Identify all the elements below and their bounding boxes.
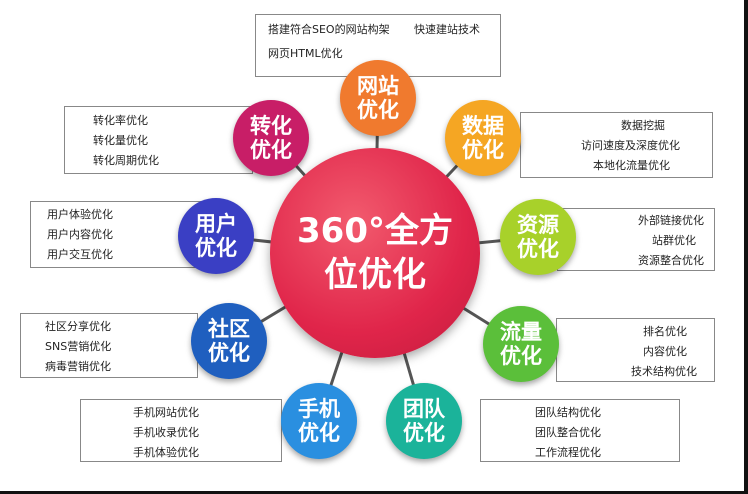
detail-item: 手机收录优化 [133,426,199,439]
detail-item: 外部链接优化 [638,214,704,227]
detail-item: 网页HTML优化 [268,47,343,60]
detail-panel: 社区分享优化 SNS营销优化病毒营销优化 [20,313,198,378]
detail-item: 用户交互优化 [47,248,113,261]
bottom-border [0,491,748,494]
detail-panel: 数据挖掘访问速度及深度优化本地化流量优化 [520,112,713,178]
module-label: 社区优化 [208,317,250,365]
detail-panel: 团队结构优化团队整合优化工作流程优化 [480,399,680,462]
module-node: 社区优化 [191,303,267,379]
module-label: 手机优化 [298,397,340,445]
module-node: 资源优化 [500,199,576,275]
detail-item: 搭建符合SEO的网站构架 [268,23,390,36]
module-label: 转化优化 [250,114,292,162]
module-node: 团队优化 [386,383,462,459]
detail-item: 快速建站技术 [414,23,480,36]
module-label: 网站优化 [357,74,399,122]
center-circle: 360°全方位优化 [270,148,480,358]
module-label: 资源优化 [517,213,559,261]
detail-panel: 外部链接优化站群优化资源整合优化 [557,208,715,271]
module-node: 手机优化 [281,383,357,459]
right-border [744,0,748,494]
module-node: 用户优化 [178,198,254,274]
module-node: 网站优化 [340,60,416,136]
detail-panel: 手机网站优化手机收录优化手机体验优化 [80,399,282,462]
detail-item: 转化周期优化 [93,154,159,167]
detail-item: 转化率优化 [93,114,148,127]
module-label: 流量优化 [500,320,542,368]
module-label: 数据优化 [462,114,504,162]
detail-item: 工作流程优化 [535,446,601,459]
detail-item: 内容优化 [643,345,687,358]
detail-panel: 排名优化内容优化技术结构优化 [556,318,715,382]
detail-item: 资源整合优化 [638,254,704,267]
module-node: 数据优化 [445,100,521,176]
detail-item: 手机网站优化 [133,406,199,419]
detail-item: 手机体验优化 [133,446,199,459]
detail-item: 团队整合优化 [535,426,601,439]
detail-item: 用户内容优化 [47,228,113,241]
module-node: 转化优化 [233,100,309,176]
detail-item: 本地化流量优化 [593,159,670,172]
module-node: 流量优化 [483,306,559,382]
module-label: 团队优化 [403,397,445,445]
detail-panel: 转化率优化转化量优化转化周期优化 [64,106,253,174]
detail-item: SNS营销优化 [45,340,112,353]
detail-item: 数据挖掘 [621,119,665,132]
detail-item: 病毒营销优化 [45,360,111,373]
detail-item: 技术结构优化 [631,365,697,378]
detail-item: 排名优化 [643,325,687,338]
detail-item: 团队结构优化 [535,406,601,419]
center-title: 360°全方位优化 [297,211,453,295]
module-label: 用户优化 [195,212,237,260]
detail-item: 转化量优化 [93,134,148,147]
detail-item: 用户体验优化 [47,208,113,221]
detail-item: 站群优化 [652,234,696,247]
detail-item: 社区分享优化 [45,320,111,333]
detail-item: 访问速度及深度优化 [581,139,680,152]
